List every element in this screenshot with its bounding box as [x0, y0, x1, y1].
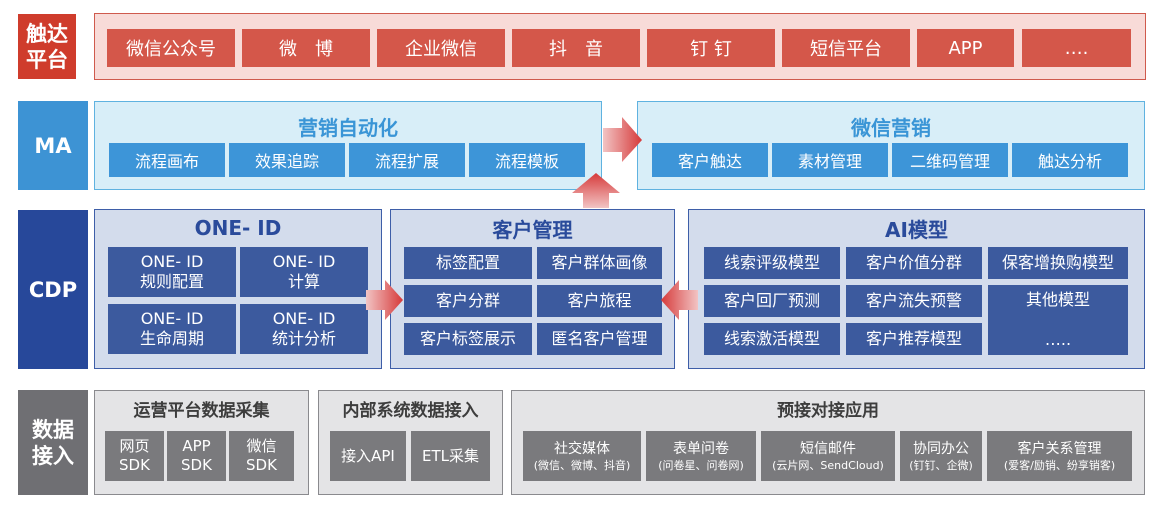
layer-label-ma: MA — [18, 101, 88, 190]
touch-item-wechat-official: 微信公众号 — [107, 29, 235, 67]
customer-group-portrait: 客户群体画像 — [537, 247, 662, 279]
data-internal-title: 内部系统数据接入 — [342, 400, 479, 421]
ai-churn-warning: 客户流失预警 — [846, 285, 982, 317]
oneid-statistics: ONE- ID 统计分析 — [240, 304, 368, 354]
ma-item-effect-tracking: 效果追踪 — [229, 143, 345, 177]
touch-item-app: APP — [917, 29, 1014, 67]
ai-lead-rating-model: 线索评级模型 — [704, 247, 840, 279]
ai-other-models: 其他模型 ….. — [988, 285, 1128, 355]
cdp-ai-title: AI模型 — [885, 217, 948, 242]
ma-item-flow-extension: 流程扩展 — [349, 143, 465, 177]
customer-tag-config: 标签配置 — [404, 247, 532, 279]
etl-collection: ETL采集 — [411, 431, 490, 481]
app-sms-email-sub: (云片网、SendCloud) — [772, 458, 884, 472]
app-collaboration: 协同办公 (钉钉、企微) — [900, 431, 982, 481]
app-sms-email-name: 短信邮件 — [800, 440, 856, 457]
access-api: 接入API — [330, 431, 406, 481]
touch-item-sms-platform: 短信平台 — [782, 29, 910, 67]
data-prelink-title: 预接对接应用 — [777, 400, 879, 421]
sdk-wechat: 微信 SDK — [229, 431, 294, 481]
touch-item-wework: 企业微信 — [377, 29, 505, 67]
app-form-survey-name: 表单问卷 — [673, 440, 729, 457]
ma-item-flow-template: 流程模板 — [469, 143, 585, 177]
app-crm: 客户关系管理 (爱客/励销、纷享销客) — [987, 431, 1132, 481]
touch-item-dingtalk: 钉 钉 — [647, 29, 775, 67]
app-social-media: 社交媒体 (微信、微博、抖音) — [523, 431, 641, 481]
app-sms-email: 短信邮件 (云片网、SendCloud) — [761, 431, 895, 481]
customer-tag-display: 客户标签展示 — [404, 323, 532, 355]
ai-customer-recommend-model: 客户推荐模型 — [846, 323, 982, 355]
oneid-compute: ONE- ID 计算 — [240, 247, 368, 297]
customer-segmentation: 客户分群 — [404, 285, 532, 317]
ma-item-flow-canvas: 流程画布 — [109, 143, 225, 177]
data-ops-title: 运营平台数据采集 — [133, 400, 270, 421]
ai-lead-activation-model: 线索激活模型 — [704, 323, 840, 355]
app-social-media-sub: (微信、微博、抖音) — [533, 458, 631, 472]
ma-item-material-management: 素材管理 — [772, 143, 888, 177]
app-crm-sub: (爱客/励销、纷享销客) — [1003, 458, 1116, 472]
ma-wechat-title: 微信营销 — [851, 115, 931, 140]
cdp-customer-title: 客户管理 — [492, 217, 573, 242]
app-collaboration-name: 协同办公 — [913, 440, 969, 457]
anonymous-customer-management: 匿名客户管理 — [537, 323, 662, 355]
touch-item-weibo: 微 博 — [242, 29, 370, 67]
ma-item-customer-reach: 客户触达 — [652, 143, 768, 177]
customer-journey: 客户旅程 — [537, 285, 662, 317]
ai-return-prediction: 客户回厂预测 — [704, 285, 840, 317]
cdp-oneid-title: ONE- ID — [194, 216, 282, 240]
ma-automation-title: 营销自动化 — [298, 115, 398, 140]
app-collaboration-sub: (钉钉、企微) — [909, 458, 973, 472]
ai-retention-upgrade-model: 保客增换购模型 — [988, 247, 1128, 279]
layer-label-touch-platform: 触达 平台 — [18, 14, 76, 79]
app-form-survey-sub: (问卷星、问卷网) — [658, 458, 744, 472]
app-crm-name: 客户关系管理 — [1017, 440, 1102, 457]
sdk-app: APP SDK — [167, 431, 226, 481]
oneid-rule-config: ONE- ID 规则配置 — [108, 247, 236, 297]
sdk-web: 网页 SDK — [105, 431, 164, 481]
app-form-survey: 表单问卷 (问卷星、问卷网) — [646, 431, 756, 481]
ai-customer-value-segment: 客户价值分群 — [846, 247, 982, 279]
touch-item-douyin: 抖 音 — [512, 29, 640, 67]
ma-item-qrcode-management: 二维码管理 — [892, 143, 1008, 177]
oneid-lifecycle: ONE- ID 生命周期 — [108, 304, 236, 354]
layer-label-cdp: CDP — [18, 210, 88, 369]
ma-item-reach-analysis: 触达分析 — [1012, 143, 1128, 177]
layer-label-data-access: 数据 接入 — [18, 390, 88, 495]
touch-item-more: …. — [1022, 29, 1131, 67]
app-social-media-name: 社交媒体 — [554, 440, 610, 457]
